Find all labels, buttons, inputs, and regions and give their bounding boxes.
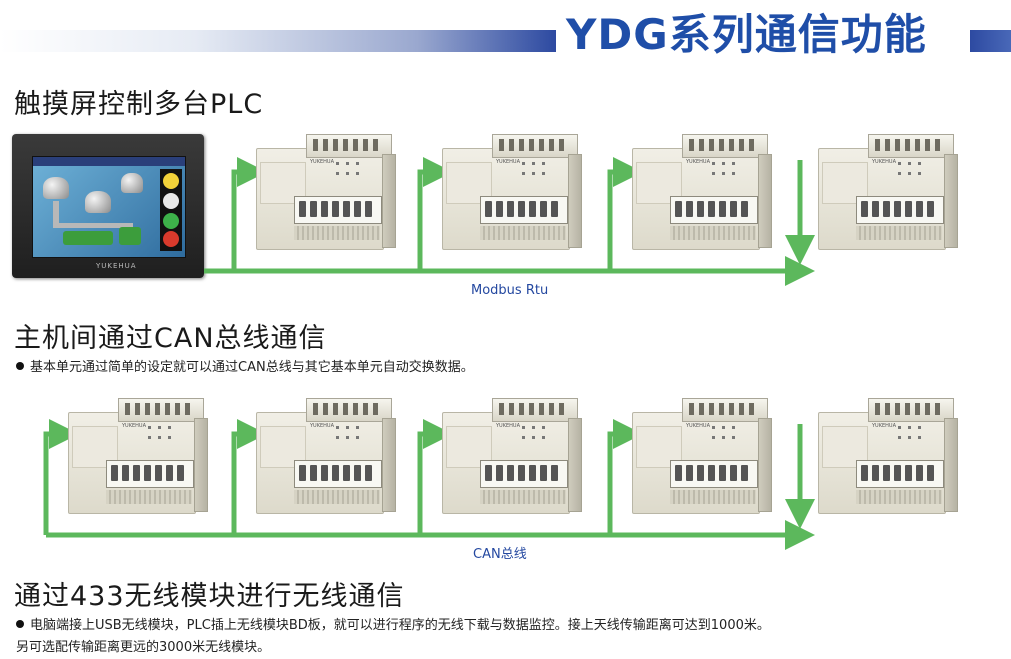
touch-screen-hmi: YUKEHUA	[12, 134, 204, 278]
plc-unit: YUKEHUA	[818, 398, 958, 516]
plc-unit: YUKEHUA	[68, 398, 208, 516]
plc-unit: YUKEHUA	[256, 134, 396, 252]
can-bus-label: CAN总线	[473, 547, 527, 562]
plc-unit: YUKEHUA	[632, 398, 772, 516]
hmi-side-buttons	[160, 169, 182, 251]
plc-unit: YUKEHUA	[442, 134, 582, 252]
section-title-wireless: 通过433无线模块进行无线通信	[14, 581, 405, 612]
modbus-bus-label: Modbus Rtu	[471, 283, 549, 298]
plc-unit: YUKEHUA	[632, 134, 772, 252]
wireless-note-line-1: 电脑端接上USB无线模块，PLC插上无线模块BD板，就可以进行程序的无线下载与数…	[16, 614, 770, 633]
section-title-can: 主机间通过CAN总线通信	[14, 323, 327, 354]
plc-unit: YUKEHUA	[256, 398, 396, 516]
header-tail-bar	[970, 30, 1011, 52]
header-gradient-band	[0, 30, 556, 52]
page-title: YDG系列通信功能	[566, 10, 927, 59]
plc-unit: YUKEHUA	[818, 134, 958, 252]
can-note: 基本单元通过简单的设定就可以通过CAN总线与其它基本单元自动交换数据。	[16, 356, 474, 375]
section-title-hmi: 触摸屏控制多台PLC	[14, 89, 264, 120]
plc-unit: YUKEHUA	[442, 398, 582, 516]
wireless-note-line-2: 另可选配传输距离更远的3000米无线模块。	[16, 640, 271, 655]
hmi-brand-label: YUKEHUA	[96, 262, 137, 270]
hmi-screen	[32, 156, 186, 258]
